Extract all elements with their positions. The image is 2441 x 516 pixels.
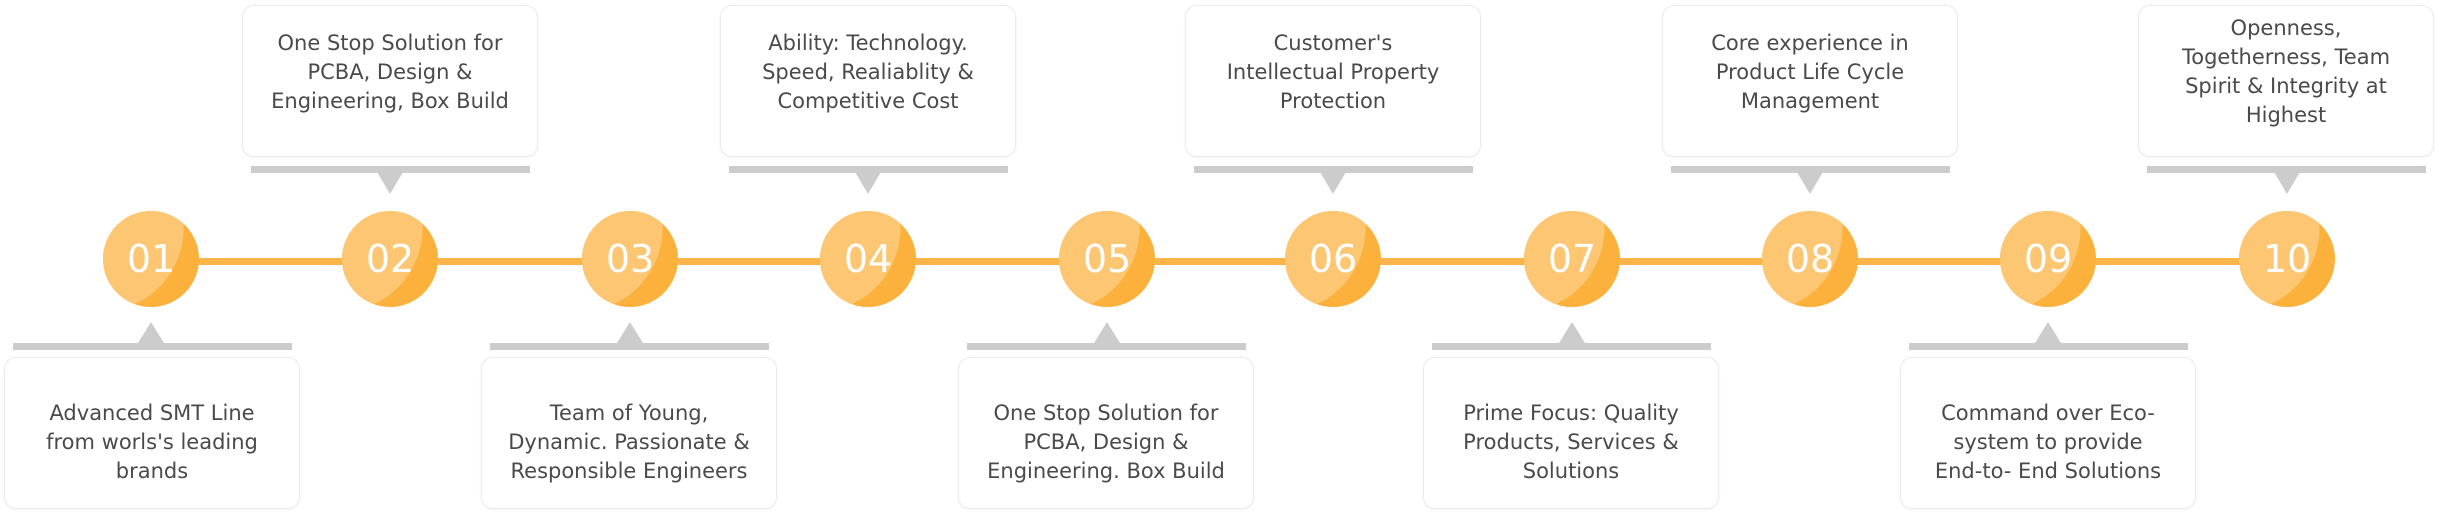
step-description: Prime Focus: Quality Products, Services … — [1463, 400, 1679, 483]
pointer-down-icon — [1320, 172, 1346, 194]
connector-bar — [967, 343, 1246, 350]
step-number: 05 — [1082, 237, 1132, 281]
pointer-up-icon — [138, 322, 164, 343]
step-description: Advanced SMT Line from worls's leading b… — [46, 400, 258, 483]
step-node-01: 01 — [103, 211, 199, 307]
step-node-08: 08 — [1762, 211, 1858, 307]
step-description: Openness, Togetherness, Team Spirit & In… — [2181, 16, 2391, 127]
connector-bar — [1671, 166, 1950, 173]
step-description: Customer's Intellectual Property Protect… — [1226, 30, 1440, 113]
step-number: 07 — [1547, 237, 1597, 281]
pointer-down-icon — [855, 172, 881, 194]
step-node-06: 06 — [1285, 211, 1381, 307]
timeline-line — [151, 258, 2287, 265]
connector-bar — [1909, 343, 2188, 350]
step-node-07: 07 — [1524, 211, 1620, 307]
step-number: 10 — [2262, 237, 2312, 281]
step-node-04: 04 — [820, 211, 916, 307]
connector-bar — [13, 343, 292, 350]
pointer-down-icon — [377, 172, 403, 194]
step-node-09: 09 — [2000, 211, 2096, 307]
step-number: 08 — [1785, 237, 1835, 281]
pointer-up-icon — [617, 322, 643, 343]
step-card-05: One Stop Solution for PCBA, Design & Eng… — [958, 357, 1254, 509]
connector-bar — [490, 343, 769, 350]
step-number: 09 — [2023, 237, 2073, 281]
connector-bar — [1194, 166, 1473, 173]
step-card-09: Command over Eco-system to provide End-t… — [1900, 357, 2196, 509]
step-card-06: Customer's Intellectual Property Protect… — [1185, 5, 1481, 157]
step-card-07: Prime Focus: Quality Products, Services … — [1423, 357, 1719, 509]
step-node-02: 02 — [342, 211, 438, 307]
step-number: 04 — [843, 237, 893, 281]
pointer-down-icon — [2274, 172, 2300, 194]
step-node-05: 05 — [1059, 211, 1155, 307]
step-node-10: 10 — [2239, 211, 2335, 307]
step-description: Core experience in Product Life Cycle Ma… — [1711, 30, 1909, 113]
step-number: 01 — [126, 237, 176, 281]
step-card-04: Ability: Technology. Speed, Realiablity … — [720, 5, 1016, 157]
step-number: 03 — [605, 237, 655, 281]
step-description: One Stop Solution for PCBA, Design & Eng… — [271, 30, 509, 113]
step-card-02: One Stop Solution for PCBA, Design & Eng… — [242, 5, 538, 157]
step-card-10: Openness, Togetherness, Team Spirit & In… — [2138, 5, 2434, 157]
step-description: Team of Young, Dynamic. Passionate & Res… — [508, 400, 750, 483]
connector-bar — [251, 166, 530, 173]
step-description: One Stop Solution for PCBA, Design & Eng… — [987, 400, 1225, 483]
connector-bar — [2147, 166, 2426, 173]
pointer-up-icon — [1094, 322, 1120, 343]
pointer-down-icon — [1797, 172, 1823, 194]
step-number: 02 — [365, 237, 415, 281]
step-description: Command over Eco-system to provide End-t… — [1934, 400, 2162, 483]
step-card-08: Core experience in Product Life Cycle Ma… — [1662, 5, 1958, 157]
step-card-03: Team of Young, Dynamic. Passionate & Res… — [481, 357, 777, 509]
connector-bar — [729, 166, 1008, 173]
connector-bar — [1432, 343, 1711, 350]
step-description: Ability: Technology. Speed, Realiablity … — [762, 30, 974, 113]
step-number: 06 — [1308, 237, 1358, 281]
pointer-up-icon — [2035, 322, 2061, 343]
pointer-up-icon — [1559, 322, 1585, 343]
step-node-03: 03 — [582, 211, 678, 307]
step-card-01: Advanced SMT Line from worls's leading b… — [4, 357, 300, 509]
